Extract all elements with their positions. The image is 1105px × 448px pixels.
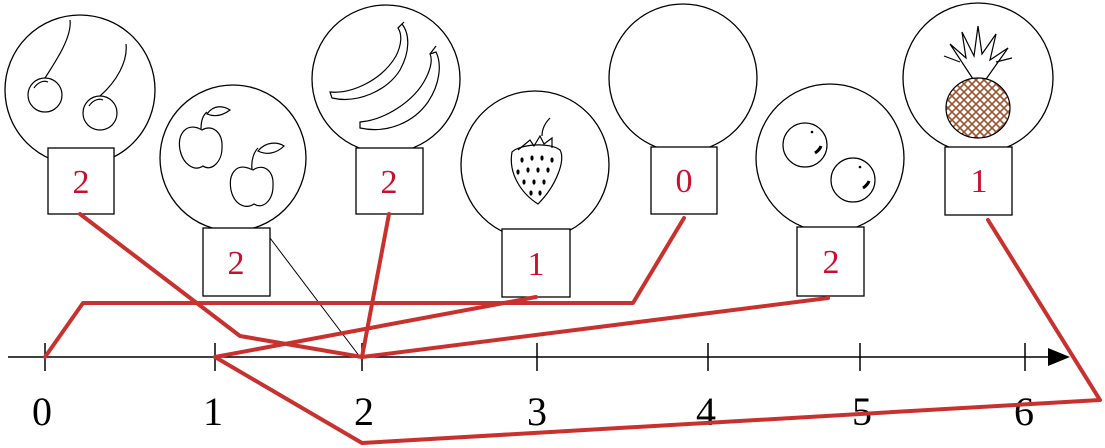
count-value: 2 bbox=[228, 245, 245, 282]
tick-label-6: 6 bbox=[1014, 389, 1034, 434]
balloon-pineapple: 1 bbox=[902, 2, 1054, 216]
string-oranges bbox=[360, 296, 830, 359]
balloon-circle bbox=[460, 90, 610, 240]
balloon-circle bbox=[159, 84, 307, 232]
tick-5: 5 bbox=[852, 343, 872, 434]
number-line: 0 1 2 3 4 5 6 bbox=[8, 343, 1070, 434]
count-value: 1 bbox=[971, 163, 988, 200]
tick-3: 3 bbox=[527, 343, 547, 434]
count-value: 0 bbox=[676, 163, 693, 200]
tick-label-5: 5 bbox=[852, 389, 872, 434]
balloon-circle bbox=[755, 83, 905, 233]
connector-thin bbox=[269, 237, 361, 358]
balloon-circle bbox=[608, 3, 758, 153]
count-card bbox=[501, 228, 571, 298]
tick-label-1: 1 bbox=[203, 389, 223, 434]
red-strings bbox=[43, 212, 1102, 445]
count-card bbox=[650, 146, 718, 215]
balloon-circle bbox=[4, 14, 156, 166]
tick-label-2: 2 bbox=[354, 389, 374, 434]
string-strawberry bbox=[213, 295, 538, 359]
balloon-strawberry: 1 bbox=[460, 90, 610, 298]
tick-6: 6 bbox=[1014, 343, 1034, 434]
balloon-cherries: 2 bbox=[4, 14, 156, 215]
tick-label-3: 3 bbox=[527, 389, 547, 434]
banana-icon bbox=[329, 21, 440, 131]
balloon-bananas: 2 bbox=[311, 4, 461, 215]
count-value: 2 bbox=[823, 244, 840, 281]
arrow-right-icon bbox=[1048, 348, 1070, 366]
balloon-apples: 2 bbox=[159, 84, 307, 297]
tick-label-4: 4 bbox=[696, 389, 716, 434]
string-cherries bbox=[78, 212, 364, 359]
balloon-empty: 0 bbox=[608, 3, 758, 215]
apple-icon bbox=[178, 106, 285, 207]
count-value: 2 bbox=[73, 164, 90, 201]
count-value: 1 bbox=[528, 246, 545, 283]
count-card bbox=[944, 146, 1013, 216]
count-card bbox=[796, 226, 865, 297]
cherry-icon bbox=[27, 19, 127, 131]
balloon-oranges: 2 bbox=[755, 83, 905, 297]
count-value: 2 bbox=[381, 164, 398, 201]
strawberry-icon bbox=[510, 117, 563, 205]
count-card bbox=[202, 227, 271, 297]
string-bananas bbox=[360, 212, 391, 359]
string-pineapple bbox=[213, 218, 1102, 445]
string-empty bbox=[43, 216, 686, 359]
tick-label-0: 0 bbox=[32, 389, 52, 434]
orange-icon bbox=[782, 122, 876, 203]
pineapple-icon bbox=[943, 25, 1013, 139]
